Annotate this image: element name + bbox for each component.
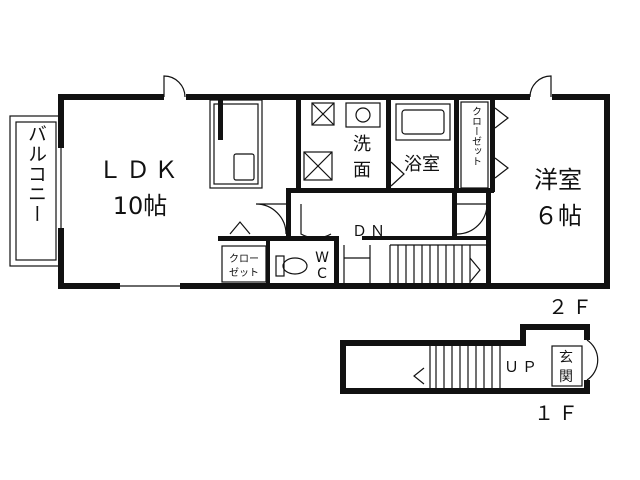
top-door-left [163,75,186,100]
western-label: 洋室 [534,166,582,194]
balcony: バルコニー [9,115,63,267]
bath-label: 浴室 [404,154,440,175]
ldk-size: 10帖 [113,192,168,220]
second-floor: バルコニー [9,75,610,319]
toilet: W C [275,250,329,282]
stairs-1f [435,346,501,388]
bathroom: 浴室 [395,103,451,175]
storage-box-lower [303,151,333,181]
stairs-2f: ＤＮ [343,222,490,283]
floor2-label: ２Ｆ [548,295,596,319]
entrance-label-1: 玄 [559,349,573,366]
closet-vertical-label: クローゼット [470,106,482,166]
washroom-label-1: 洗 [353,134,371,155]
ldk-label: ＬＤＫ [98,156,182,184]
entrance-label-2: 関 [559,369,573,385]
interior-doors [229,203,488,239]
closet-small-label-1: クロー [229,253,259,265]
closet-small-label-2: ゼット [229,267,259,279]
storage-box-upper [311,102,335,126]
closet-vertical: クローゼット [460,101,509,189]
closet-small: クロー ゼット [221,245,267,283]
stairs-up-label: ＵＰ [504,358,540,376]
balcony-label: バルコニー [25,124,47,224]
ldk-room: ＬＤＫ 10帖 [98,156,182,220]
first-floor: 玄 関 ＵＰ １Ｆ [340,324,599,425]
wc-label-1: W [315,250,329,266]
washroom-label-2: 面 [353,160,371,181]
kitchen-counter [209,99,263,189]
wc-label-2: C [317,266,327,282]
top-door-right [529,75,552,100]
floor1-label: １Ｆ [534,401,582,425]
washroom: 洗 面 [345,102,405,187]
stairs-down-label: ＤＮ [352,222,388,240]
western-room: 洋室 ６帖 [534,166,582,230]
western-size: ６帖 [534,202,582,230]
